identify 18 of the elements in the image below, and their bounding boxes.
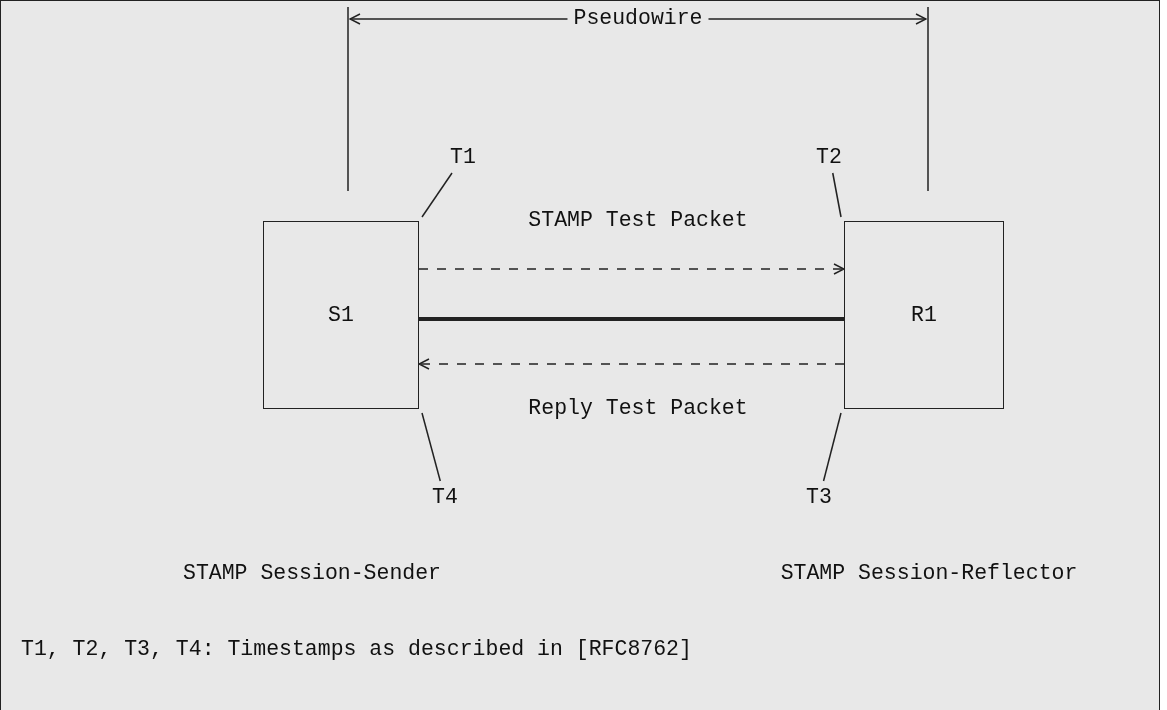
leader-line	[421, 412, 441, 482]
node-box	[263, 221, 419, 409]
node-label: R1	[911, 303, 937, 327]
node-label: S1	[328, 303, 354, 327]
footnote: T1, T2, T3, T4: Timestamps as described in [RFC8762]	[21, 637, 692, 663]
arrow	[418, 263, 845, 275]
timestamp-label: T1	[450, 145, 476, 169]
role-caption: STAMP Session-Sender	[183, 561, 441, 587]
arrow	[418, 358, 845, 370]
role-caption: STAMP Session-Reflector	[780, 561, 1078, 587]
timestamp-label: T4	[432, 485, 458, 509]
timestamp-label: T2	[816, 145, 842, 169]
node-box	[844, 221, 1004, 409]
leader-line	[832, 172, 842, 218]
timestamp-label: T3	[806, 485, 832, 509]
leader-line	[421, 172, 453, 218]
leader-line	[822, 412, 842, 482]
double-line	[419, 317, 844, 321]
